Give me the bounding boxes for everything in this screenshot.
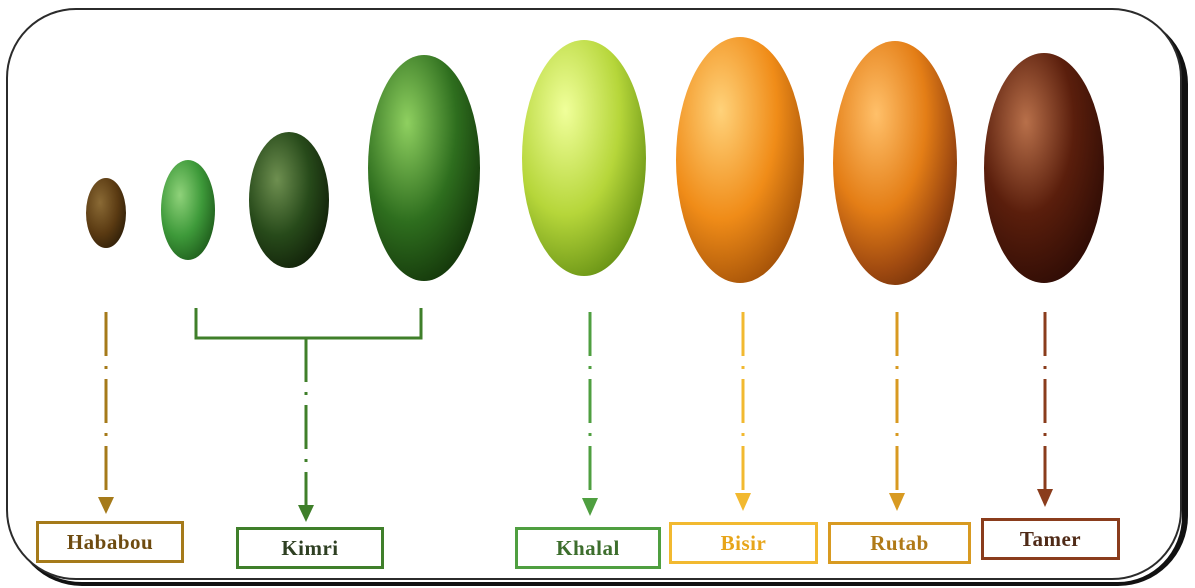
arrow-tamer — [1037, 312, 1053, 507]
fruit-rutab — [833, 41, 957, 285]
stage-label-bisir: Bisir — [669, 522, 818, 564]
stage-label-text: Kimri — [281, 536, 338, 561]
fruit-kimri-large — [368, 55, 480, 281]
fruit-kimri-medium — [249, 132, 329, 268]
fruit-kimri-small — [161, 160, 215, 260]
arrow-hababou — [98, 312, 114, 514]
stage-label-text: Khalal — [556, 536, 620, 561]
arrow-kimri — [196, 308, 421, 522]
fruit-khalal — [522, 40, 646, 276]
arrow-khalal — [582, 312, 598, 516]
stage-label-text: Hababou — [67, 530, 153, 555]
fruit-tamer — [984, 53, 1104, 283]
stage-label-kimri: Kimri — [236, 527, 384, 569]
stage-label-tamer: Tamer — [981, 518, 1120, 560]
fruit-hababou — [86, 178, 126, 248]
fruit-bisir — [676, 37, 804, 283]
stage-label-text: Bisir — [721, 531, 767, 556]
stage-label-rutab: Rutab — [828, 522, 971, 564]
stage-label-khalal: Khalal — [515, 527, 661, 569]
arrow-rutab — [889, 312, 905, 511]
stage-label-text: Tamer — [1020, 527, 1081, 552]
arrow-bisir — [735, 312, 751, 511]
stage-label-hababou: Hababou — [36, 521, 184, 563]
stage-label-text: Rutab — [870, 531, 929, 556]
